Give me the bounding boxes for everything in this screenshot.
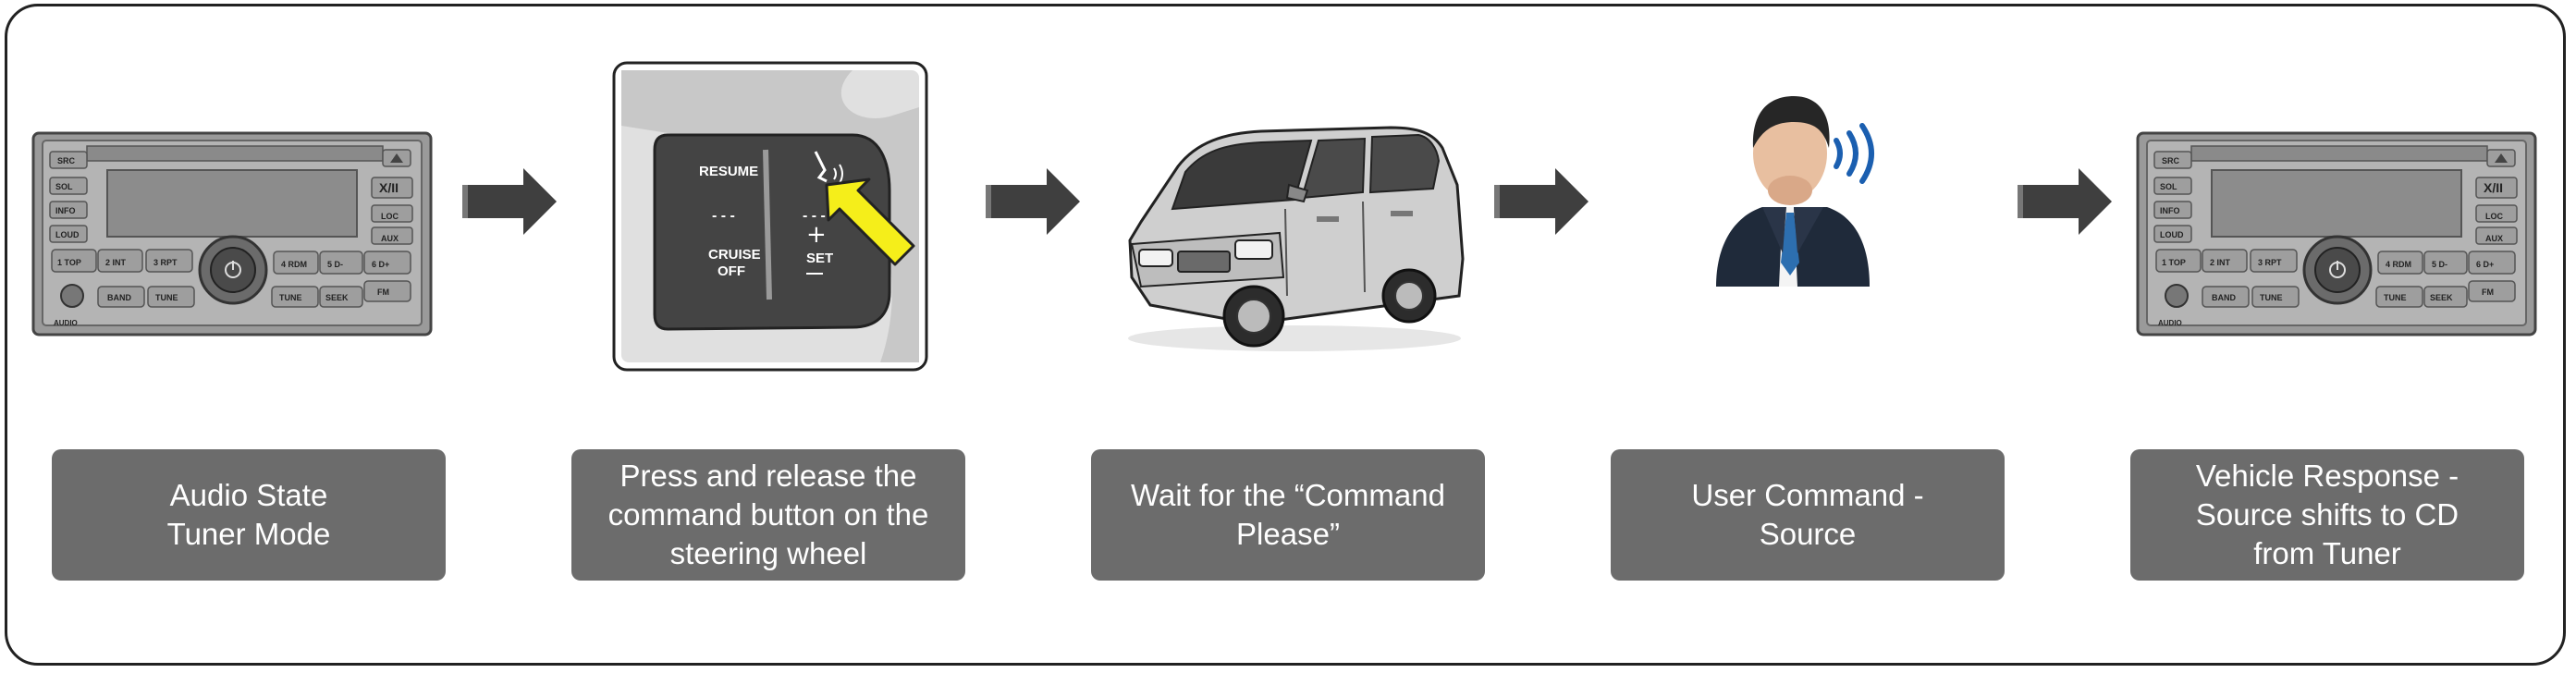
svg-text:BAND: BAND [2212, 293, 2236, 302]
steering-wheel-buttons-icon: RESUME - - - CRUISE OFF - - - SET + [612, 61, 928, 372]
set-label: SET [806, 251, 833, 266]
svg-text:4 RDM: 4 RDM [2386, 260, 2411, 269]
svg-text:5 D-: 5 D- [2432, 260, 2447, 269]
car-radio-icon: SRC SOL INFO LOUD 1 TOP 2 INT 3 RPT 4 RD… [31, 131, 433, 336]
svg-text:2 INT: 2 INT [105, 258, 127, 267]
svg-text:+: + [806, 221, 827, 249]
svg-text:BAND: BAND [107, 293, 131, 302]
car-radio-icon: SRC SOL INFO LOUD 1 TOP 2 INT 3 RPT 4 RD… [2136, 131, 2537, 336]
arrow-right-icon [462, 168, 557, 235]
svg-text:AUDIO: AUDIO [2158, 319, 2182, 327]
svg-text:2 INT: 2 INT [2210, 258, 2231, 267]
svg-text:SEEK: SEEK [2430, 293, 2453, 302]
svg-text:1 TOP: 1 TOP [57, 258, 81, 267]
svg-text:3 RPT: 3 RPT [2258, 258, 2282, 267]
svg-text:TUNE: TUNE [2260, 293, 2283, 302]
car-icon [1128, 126, 1465, 351]
resume-label: RESUME [699, 164, 758, 179]
caption-step-1: Audio State Tuner Mode [52, 449, 446, 581]
svg-text:6 D+: 6 D+ [372, 260, 389, 269]
svg-text:- - -: - - - [803, 208, 826, 224]
svg-text:AUX: AUX [2485, 234, 2503, 243]
svg-text:X/II: X/II [379, 180, 399, 195]
arrow-right-icon [1494, 168, 1589, 235]
arrow-right-icon [2018, 168, 2112, 235]
arrow-right-icon [986, 168, 1080, 235]
svg-text:4 RDM: 4 RDM [281, 260, 307, 269]
caption-text: User Command - Source [1691, 478, 1924, 551]
svg-text:6 D+: 6 D+ [2476, 260, 2494, 269]
svg-text:FM: FM [377, 288, 389, 297]
svg-text:SOL: SOL [55, 182, 73, 191]
svg-text:3 RPT: 3 RPT [153, 258, 178, 267]
svg-text:INFO: INFO [55, 206, 76, 215]
svg-text:INFO: INFO [2160, 206, 2180, 215]
svg-text:SOL: SOL [2160, 182, 2177, 191]
caption-text: Wait for the “Command Please” [1131, 478, 1445, 551]
svg-text:LOUD: LOUD [55, 230, 80, 239]
off-label: OFF [718, 263, 745, 279]
caption-text: Press and release the command button on … [607, 459, 929, 570]
svg-text:TUNE: TUNE [279, 293, 302, 302]
svg-text:SRC: SRC [2162, 156, 2180, 165]
svg-text:1 TOP: 1 TOP [2162, 258, 2186, 267]
svg-text:- - -: - - - [712, 208, 735, 224]
caption-text: Vehicle Response - Source shifts to CD f… [2195, 459, 2459, 570]
svg-text:TUNE: TUNE [2384, 293, 2407, 302]
svg-text:LOUD: LOUD [2160, 230, 2184, 239]
svg-text:5 D-: 5 D- [327, 260, 343, 269]
cruise-label: CRUISE [708, 247, 761, 263]
svg-text:AUX: AUX [381, 234, 399, 243]
svg-text:X/II: X/II [2484, 180, 2503, 195]
svg-text:LOC: LOC [381, 212, 399, 221]
user-speaking-icon [1716, 96, 1874, 287]
caption-step-3: Wait for the “Command Please” [1091, 449, 1485, 581]
caption-step-4: User Command - Source [1611, 449, 2005, 581]
voice-command-icon [814, 151, 843, 184]
svg-text:LOC: LOC [2485, 212, 2503, 221]
caption-step-5: Vehicle Response - Source shifts to CD f… [2130, 449, 2524, 581]
caption-text: Audio State Tuner Mode [166, 478, 331, 551]
svg-text:TUNE: TUNE [155, 293, 178, 302]
svg-text:FM: FM [2482, 288, 2494, 297]
pointer-arrow-icon [825, 177, 915, 266]
svg-text:SRC: SRC [57, 156, 76, 165]
svg-text:AUDIO: AUDIO [54, 319, 78, 327]
caption-step-2: Press and release the command button on … [571, 449, 965, 581]
svg-text:SEEK: SEEK [325, 293, 349, 302]
